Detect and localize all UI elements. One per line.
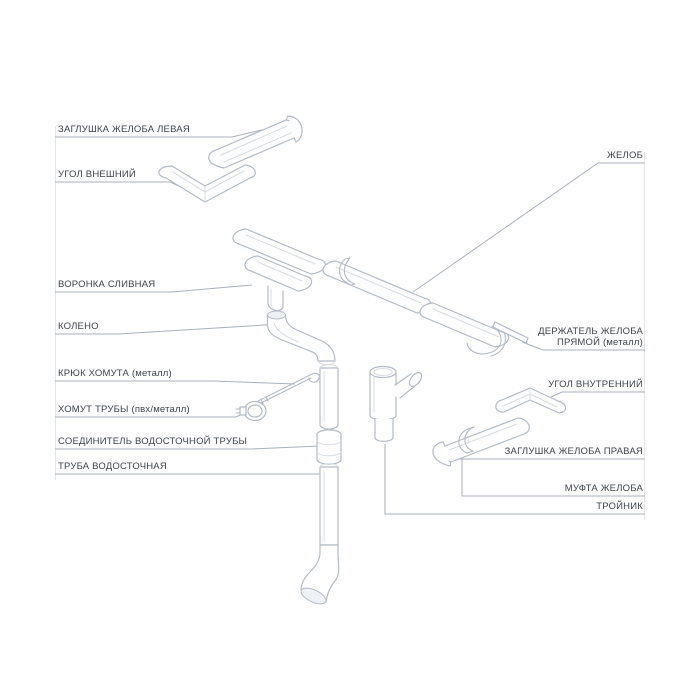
leader-hook — [55, 380, 296, 385]
part-metal-gutter-holder — [466, 321, 529, 357]
part-inner-corner — [495, 387, 567, 414]
part-pipe-clamp — [235, 400, 267, 422]
label-downpipe-connector: СОЕДИНИТЕЛЬ ВОДОСТОЧНОЙ ТРУБЫ — [58, 436, 248, 447]
leader-left-cap — [55, 126, 275, 138]
part-pipe-connector — [316, 429, 342, 465]
leader-tee — [384, 444, 645, 515]
label-drain-funnel: ВОРОНКА СЛИВНАЯ — [58, 279, 156, 290]
callout-lines — [55, 126, 645, 515]
part-right-gutter-assembly — [432, 417, 530, 467]
label-pipe-clamp: ХОМУТ ТРУБЫ (пвх/металл) — [58, 404, 190, 415]
label-outer-corner: УГОЛ ВНЕШНИЙ — [58, 169, 136, 180]
label-gutter: ЖЕЛОБ — [607, 150, 643, 161]
part-downpipe-upper — [319, 364, 339, 430]
label-inner-corner: УГОЛ ВНУТРЕННИЙ — [548, 379, 643, 390]
part-elbow — [266, 310, 336, 366]
part-gutter-segment-1 — [232, 228, 326, 275]
label-elbow: КОЛЕНО — [58, 321, 99, 332]
leader-connector — [55, 445, 321, 450]
leader-inner-corner — [550, 391, 645, 398]
part-tee — [369, 365, 423, 442]
part-drain-funnel — [244, 255, 313, 312]
label-gutter-end-cap-left: ЗАГЛУШКА ЖЕЛОБА ЛЕВАЯ — [58, 124, 190, 135]
leader-funnel — [55, 284, 253, 293]
part-gutter-bracket — [338, 258, 352, 286]
leader-holder — [521, 341, 645, 351]
leader-elbow — [55, 323, 282, 335]
leader-gutter — [412, 162, 645, 293]
part-clamp-hook — [251, 372, 320, 408]
label-clamp-hook: КРЮК ХОМУТА (металл) — [58, 368, 172, 379]
part-downpipe-lower — [300, 463, 340, 605]
label-gutter-end-cap-right: ЗАГЛУШКА ЖЕЛОБА ПРАВАЯ — [504, 446, 643, 457]
leader-coupling — [461, 458, 645, 497]
part-gutter-segment-2 — [322, 257, 432, 314]
label-gutter-holder-straight: ДЕРЖАТЕЛЬ ЖЕЛОБА ПРЯМОЙ (металл) — [538, 326, 643, 348]
label-gutter-coupling: МУФТА ЖЕЛОБА — [564, 483, 643, 494]
part-right-end-cap — [432, 441, 451, 467]
part-gutter-coupling — [458, 428, 469, 454]
part-left-end-cap — [208, 115, 303, 169]
label-tee: ТРОЙНИК — [596, 501, 643, 512]
label-downpipe: ТРУБА ВОДОСТОЧНАЯ — [58, 461, 167, 472]
part-outer-corner — [158, 164, 256, 203]
